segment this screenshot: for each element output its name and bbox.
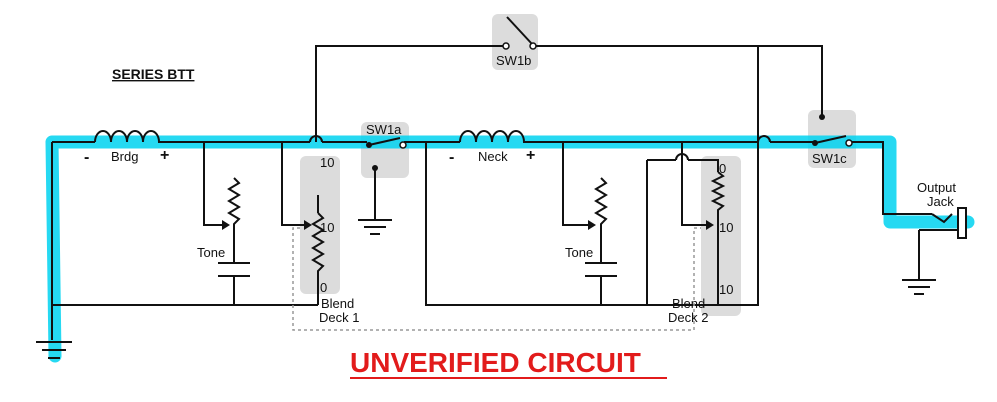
blend1-label-1: Blend [321,296,354,311]
blend-link-dotted [292,227,701,331]
blend1-mid-value: 10 [320,220,334,235]
wires [51,45,932,340]
ground-symbol-left [36,341,72,359]
bridge-pickup-minus: - [84,149,89,166]
signal-path-highlight [45,135,975,363]
blend2-top-value: 0 [719,161,726,176]
neck-tone-label: Tone [565,245,593,260]
unverified-warning: UNVERIFIED CIRCUIT [350,347,641,378]
neck-tone-pot [585,177,617,277]
blend2-box [701,156,741,316]
sw1c-switch [812,114,853,147]
blend1-bottom-value: 0 [320,280,327,295]
bridge-tone-pot [204,177,250,277]
output-jack-label-1: Output [917,180,956,195]
sw1b-label: SW1b [496,53,531,68]
blend1-box [300,156,340,294]
ground-symbol-sw1a [358,219,392,235]
blend1-top-value: 10 [320,155,334,170]
output-jack-icon [919,207,967,239]
ground-symbol-output [902,279,936,295]
neck-pickup-label: Neck [478,149,508,164]
sw1c-label: SW1c [812,151,847,166]
sw1b-switch [502,16,537,50]
blend1-pot [304,212,325,285]
blend2-bottom-value: 10 [719,282,733,297]
blend1-label-2: Deck 1 [319,310,359,325]
neck-pickup-plus: + [526,147,535,164]
blend2-pot [706,171,726,230]
sw1a-label: SW1a [366,122,402,137]
bridge-pickup-label: Brdg [111,149,138,164]
neck-pickup-coil [459,130,528,143]
blend2-label-1: Blend [672,296,705,311]
blend2-label-2: Deck 2 [668,310,708,325]
sw1b-box [492,14,538,70]
neck-pickup-minus: - [449,149,454,166]
bridge-pickup-coil [94,130,163,143]
output-jack-label-2: Jack [927,194,954,209]
blend2-mid-value: 10 [719,220,733,235]
sw1a-switch [366,137,407,171]
bridge-tone-label: Tone [197,245,225,260]
bridge-pickup-plus: + [160,147,169,164]
diagram-title: SERIES BTT [112,66,195,82]
